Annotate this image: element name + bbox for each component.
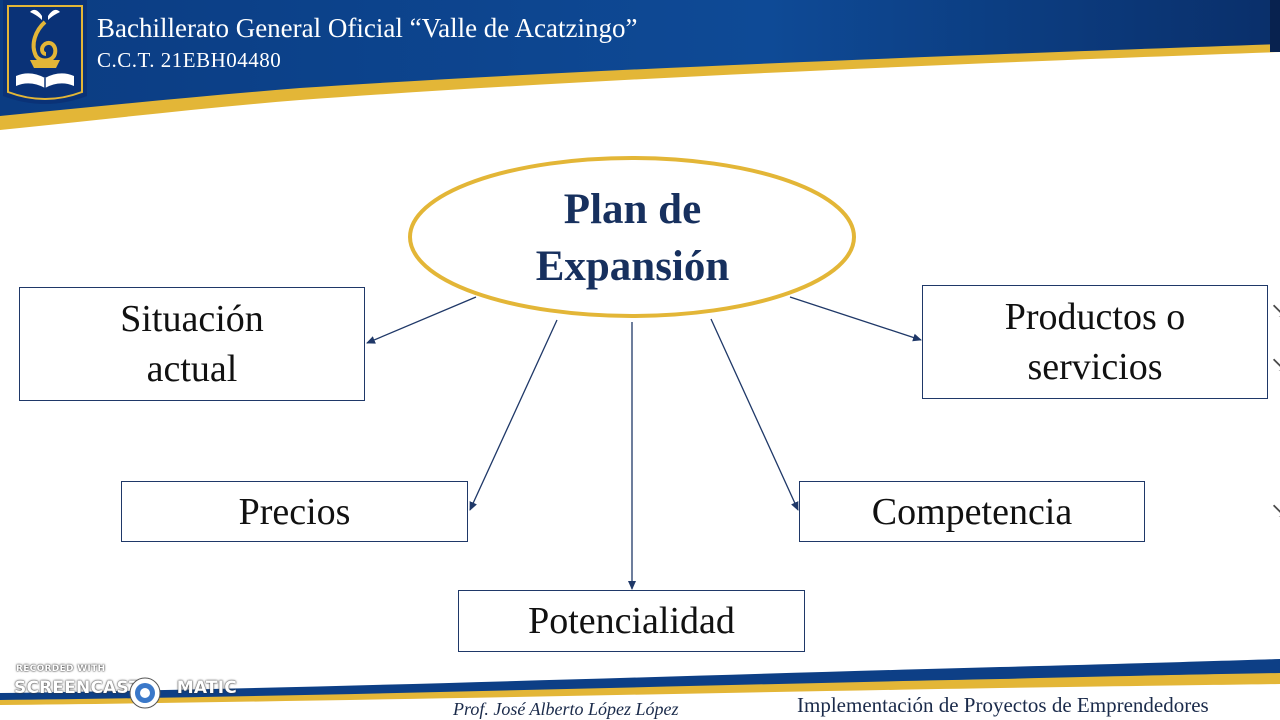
center-ellipse <box>408 156 856 318</box>
node-label: Situación actual <box>120 298 264 390</box>
school-name: Bachillerato General Oficial “Valle de A… <box>97 13 638 43</box>
node-productos-servicios: Productos o servicios <box>922 285 1268 399</box>
screencast-o-matic-logo-icon <box>129 677 161 709</box>
arrow-to-productos <box>789 296 922 342</box>
edge-arrow-icon: ↘ <box>1270 298 1280 323</box>
node-situacion-actual: Situación actual <box>19 287 365 401</box>
header-text: Bachillerato General Oficial “Valle de A… <box>97 12 638 74</box>
node-competencia: Competencia <box>799 481 1145 542</box>
edge-arrow-icon: ↘ <box>1270 498 1280 523</box>
arrow-to-competencia <box>710 318 799 511</box>
node-label: Competencia <box>871 490 1073 533</box>
edge-arrow-icon: ↘ <box>1270 352 1280 377</box>
node-label: Precios <box>238 490 351 533</box>
center-node: Plan de Expansión <box>410 158 855 318</box>
center-label: Plan de Expansión <box>535 186 730 290</box>
arrow-to-precios <box>469 319 558 511</box>
node-label: Potencialidad <box>528 600 735 642</box>
node-precios: Precios <box>121 481 468 542</box>
footer-course: Implementación de Proyectos de Emprended… <box>797 693 1209 717</box>
school-cct: C.C.T. 21EBH04480 <box>97 48 282 72</box>
school-crest-icon <box>3 0 87 104</box>
node-label: Productos o servicios <box>1004 296 1186 388</box>
watermark-right-text: MATIC <box>176 678 237 698</box>
arrow-to-situacion <box>366 296 477 344</box>
footer-professor: Prof. José Alberto López López <box>453 699 679 719</box>
watermark-left-text: SCREENCAST <box>14 678 141 698</box>
node-potencialidad: Potencialidad <box>458 590 805 652</box>
watermark-top-text: RECORDED WITH <box>16 664 106 674</box>
screencast-watermark: RECORDED WITH SCREENCAST MATIC <box>14 664 237 709</box>
watermark-brand: SCREENCAST MATIC <box>14 678 237 698</box>
header-banner <box>0 0 1280 130</box>
footer-banner <box>0 659 1280 720</box>
